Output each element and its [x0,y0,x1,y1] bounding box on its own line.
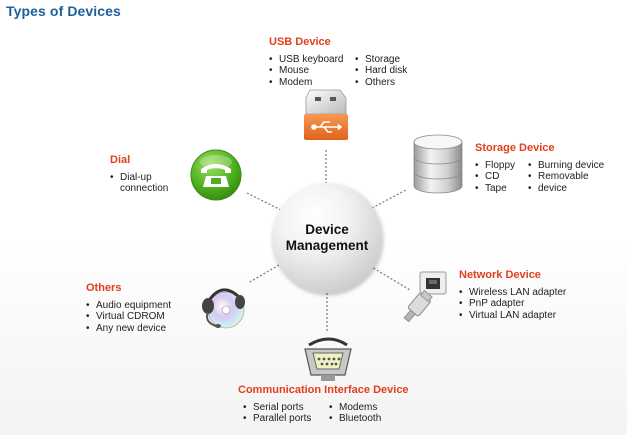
page-title: Types of Devices [6,3,121,19]
network-device-title: Network Device [459,269,541,281]
list-item: Modem [269,77,355,89]
list-item: Virtual CDROM [86,311,171,323]
list-item: Serial ports [243,402,329,414]
headset-cd-icon [202,288,245,329]
serial-connector-icon [304,337,352,381]
list-item: Burning device [528,160,604,172]
dial-list: Dial-up connection [110,172,168,195]
list-item: Hard disk [355,65,407,77]
hub-label-line2: Management [285,238,369,253]
list-item: Modems [329,402,381,414]
dial-block: Dial Dial-up connection [110,154,168,195]
usb-device-list-1: USB keyboard Mouse Modem [269,54,355,89]
list-item: Mouse [269,65,355,77]
network-device-list: Wireless LAN adapter PnP adapter Virtual… [459,287,566,322]
list-item: Audio equipment [86,300,171,312]
list-item: CD [475,171,528,183]
list-item: Others [355,77,407,89]
list-item: USB keyboard [269,54,355,66]
usb-device-block: USB Device USB keyboard Mouse Modem Stor… [269,36,407,89]
connector-others [247,264,280,284]
communication-interface-title: Communication Interface Device [238,384,409,396]
network-cable-icon [403,271,447,323]
list-item: Virtual LAN adapter [459,310,566,322]
network-device-block: Network Device Wireless LAN adapter PnP … [459,269,566,322]
list-item: Storage [355,54,407,66]
list-item: Dial-up connection [110,172,168,195]
connector-dial [246,192,282,211]
device-management-hub: Device Management [272,183,382,293]
communication-interface-block: Communication Interface Device Serial po… [238,384,409,425]
list-item: device [528,183,604,195]
dial-item-line2: connection [120,183,169,194]
others-title: Others [86,282,122,294]
list-item: PnP adapter [459,298,566,310]
list-item: Floppy [475,160,528,172]
connector-storage [371,189,407,209]
others-list: Audio equipment Virtual CDROM Any new de… [86,300,171,335]
storage-device-list-1: Floppy CD Tape [475,160,528,195]
list-item: Tape [475,183,528,195]
dial-title: Dial [110,154,131,166]
telephone-icon [190,149,242,201]
storage-device-list-2: Burning device Removable device [528,160,604,195]
storage-device-title: Storage Device [475,142,555,154]
storage-device-block: Storage Device Floppy CD Tape Burning de… [475,142,604,195]
communication-interface-list-1: Serial ports Parallel ports [243,402,329,425]
list-item: Bluetooth [329,413,381,425]
list-item: Removable [528,171,604,183]
usb-device-list-2: Storage Hard disk Others [355,54,407,89]
list-item-continuation: device [538,182,567,194]
usb-device-title: USB Device [269,36,331,48]
database-icon [413,134,463,194]
list-item: Wireless LAN adapter [459,287,566,299]
list-item: Parallel ports [243,413,329,425]
usb-stick-icon [304,89,348,140]
others-block: Others Audio equipment Virtual CDROM Any… [86,282,171,335]
hub-label-line1: Device [305,222,349,237]
dial-item-line1: Dial-up [120,171,152,183]
communication-interface-list-2: Modems Bluetooth [329,402,381,425]
list-item: Any new device [86,323,171,335]
